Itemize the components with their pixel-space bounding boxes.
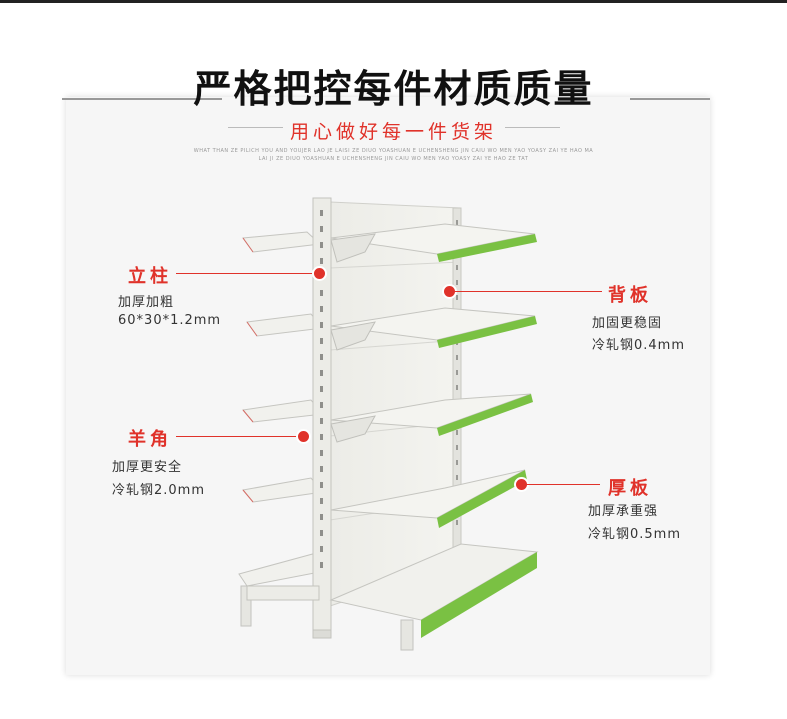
callout-shelfboard-leader [526, 484, 600, 485]
base-shelf [329, 543, 539, 638]
callout-backplate-line2: 冷轧钢0.4mm [592, 338, 686, 353]
callout-shelfboard-line2: 冷轧钢0.5mm [588, 527, 682, 542]
front-shelf-3 [330, 393, 533, 443]
callout-bracket-title: 羊角 [128, 429, 172, 450]
callout-column-line2: 60*30*1.2mm [118, 313, 222, 328]
callout-bracket-line1: 加厚更安全 [112, 460, 183, 475]
page-title: 严格把控每件材质质量 [193, 67, 594, 111]
subheading: 用心做好每一件货架 [289, 121, 497, 143]
callout-backplate-leader [454, 291, 602, 292]
gondola-shelf-illustration [238, 197, 539, 651]
callout-bracket-marker [296, 429, 311, 444]
panel-frame-left [62, 98, 222, 100]
subheading-rule-left [228, 127, 283, 128]
callout-column-title: 立柱 [128, 266, 172, 287]
callout-column-leader [176, 273, 316, 274]
subheading-english-2: LAI JI ZE DIUO YOASHUAN E UCHENSHENG JIN… [258, 156, 529, 162]
callout-column-line1: 加厚加粗 [118, 295, 175, 310]
front-shelf-1 [330, 223, 537, 263]
callout-shelfboard-title: 厚板 [608, 478, 652, 499]
callout-shelfboard-line1: 加厚承重强 [588, 504, 659, 519]
callout-backplate-line1: 加固更稳固 [592, 316, 663, 331]
front-shelf-2 [330, 307, 537, 351]
callout-bracket-line2: 冷轧钢2.0mm [112, 483, 206, 498]
callout-backplate-title: 背板 [608, 285, 652, 306]
subheading-english-1: WHAT THAN ZE PILICH YOU AND YOUJER LAO J… [193, 148, 594, 154]
top-rule [0, 0, 787, 3]
callout-column-marker [312, 266, 327, 281]
subheading-rule-right [505, 127, 560, 128]
callout-bracket-leader [176, 436, 300, 437]
panel-frame-right [630, 98, 710, 100]
front-shelf-4 [330, 469, 527, 528]
